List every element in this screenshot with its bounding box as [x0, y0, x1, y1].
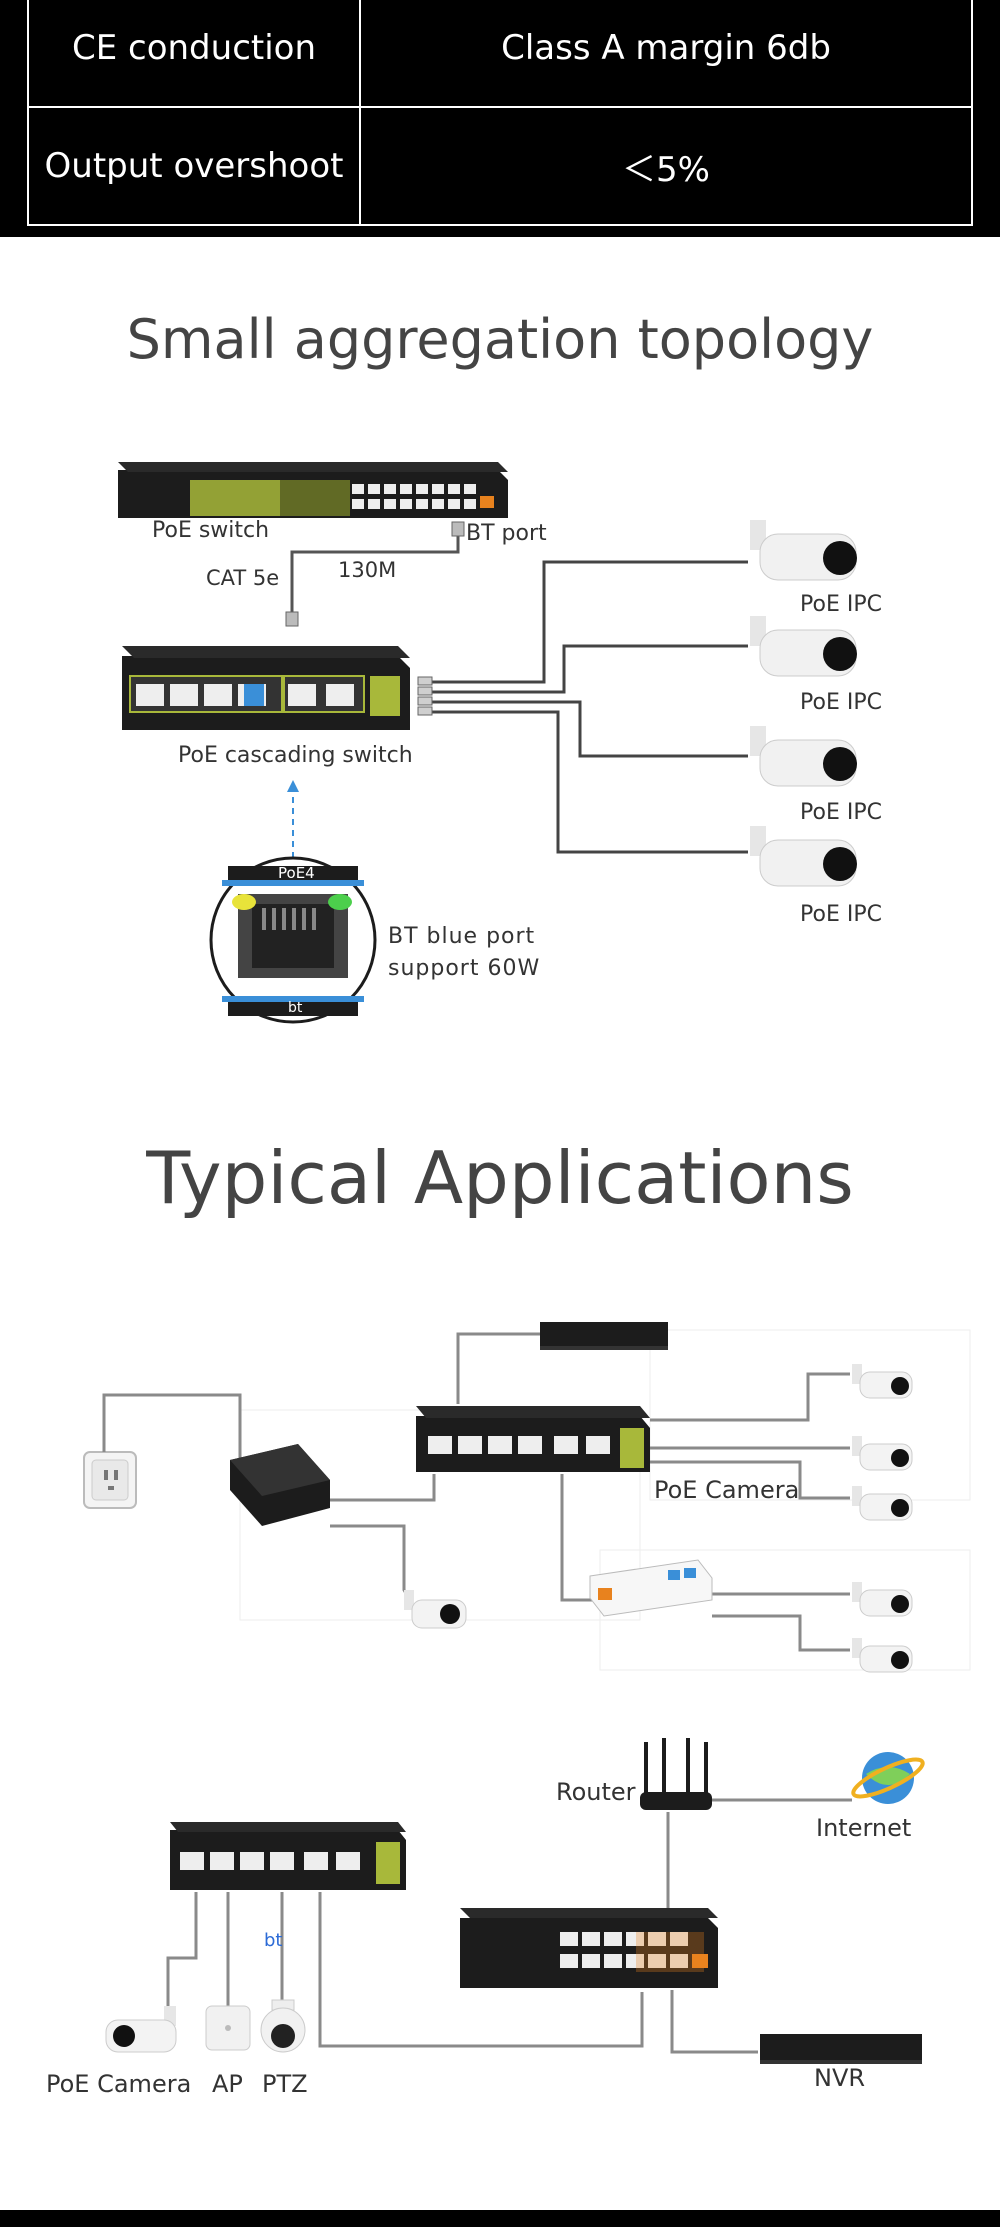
spec-band: CE conduction Class A margin 6db Output … [0, 0, 1000, 237]
poe-extender-icon [589, 1559, 713, 1617]
spec-value: ＜5% [359, 106, 973, 226]
ap-label: AP [212, 2070, 243, 2098]
router-icon [640, 1738, 712, 1810]
table-row: CE conduction Class A margin 6db [27, 0, 973, 108]
topology-title: Small aggregation topology [126, 308, 874, 371]
port-bottom-label: bt [288, 1000, 303, 1016]
ptz-label: PTZ [262, 2070, 308, 2098]
bt-port-zoom-icon [209, 856, 377, 1024]
ap-icon [205, 2005, 251, 2051]
camera-icon [105, 2006, 177, 2053]
nvr-icon [540, 1322, 668, 1350]
power-adapter-icon [230, 1444, 330, 1526]
cascading-switch-label: PoE cascading switch [178, 743, 413, 768]
outlet-icon [83, 1451, 137, 1509]
poe-switch-label: PoE switch [152, 518, 270, 543]
poe-switch-icon [118, 462, 508, 518]
ipc-label: PoE IPC [800, 690, 882, 715]
camera-icon [852, 1486, 913, 1521]
spec-table: CE conduction Class A margin 6db Output … [27, 0, 973, 226]
app-switch-icon [170, 1822, 406, 1890]
nvr-label: NVR [814, 2064, 866, 2092]
poe-camera-label: PoE Camera [654, 1476, 800, 1504]
bt-port-label: BT port [466, 521, 547, 546]
app-switch-icon [416, 1406, 650, 1472]
bottom-band [0, 2210, 1000, 2227]
distance-label: 130M [338, 558, 397, 582]
camera-icon [852, 1436, 913, 1471]
applications-title: Typical Applications [146, 1136, 854, 1220]
bt-60w-label: support 60W [388, 956, 541, 981]
camera-icon [404, 1590, 467, 1629]
ipc-label: PoE IPC [800, 800, 882, 825]
port-badge: PoE4 [278, 864, 315, 882]
camera-icon [750, 520, 857, 581]
internet-icon [851, 1752, 925, 1804]
camera-icon [750, 826, 857, 887]
cascading-switch-icon [122, 646, 410, 730]
camera-icon [852, 1582, 913, 1617]
main-switch-icon [460, 1908, 718, 1988]
camera-icon [852, 1364, 913, 1399]
camera-icon [750, 616, 857, 677]
ptz-camera-icon [260, 1999, 306, 2053]
camera-icon [750, 726, 857, 787]
bt-blue-port-label: BT blue port [388, 924, 536, 949]
nvr-icon [760, 2034, 922, 2064]
router-label: Router [556, 1778, 636, 1806]
ipc-label: PoE IPC [800, 902, 882, 927]
cat5e-label: CAT 5e [206, 566, 280, 590]
spec-label: Output overshoot [27, 106, 361, 226]
internet-label: Internet [816, 1814, 912, 1842]
bt-label: bt [264, 1930, 283, 1951]
camera-icon [852, 1638, 913, 1673]
spec-value: Class A margin 6db [359, 0, 973, 108]
table-row: Output overshoot ＜5% [27, 106, 973, 226]
topology-diagram [118, 462, 857, 1024]
poe-camera-label: PoE Camera [46, 2070, 192, 2098]
spec-label: CE conduction [27, 0, 361, 108]
ipc-label: PoE IPC [800, 592, 882, 617]
